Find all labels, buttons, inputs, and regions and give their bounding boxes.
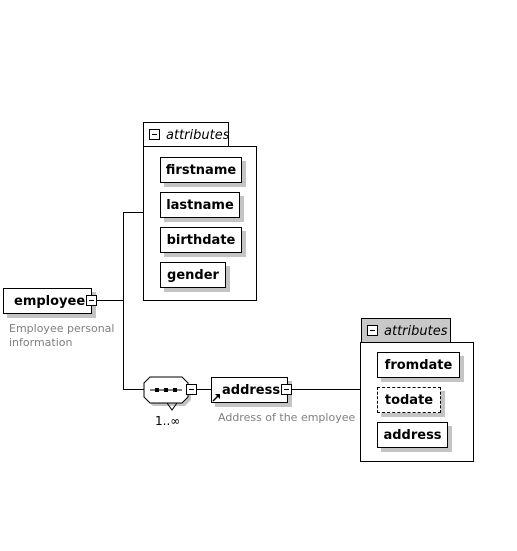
attribute-firstname[interactable]: firstname (160, 157, 242, 183)
collapse-icon[interactable] (367, 325, 378, 336)
attribute-todate[interactable]: todate (377, 387, 441, 413)
employee-documentation: Employee personal information (9, 322, 115, 349)
connector-line (123, 212, 124, 390)
attribute-address[interactable]: address (377, 422, 448, 448)
attribute-lastname[interactable]: lastname (160, 192, 240, 218)
connector-line (292, 389, 361, 390)
collapse-icon[interactable] (149, 129, 160, 140)
address-documentation: Address of the employee (218, 411, 356, 424)
reference-arrow-icon (212, 394, 220, 402)
connector-line (123, 212, 144, 213)
sequence-compositor-icon[interactable] (140, 375, 200, 415)
sequence-cardinality: 1..∞ (155, 414, 181, 428)
attribute-birthdate[interactable]: birthdate (160, 227, 242, 253)
connector-line (197, 389, 211, 390)
collapse-icon[interactable] (281, 384, 292, 395)
connector-line (97, 300, 124, 301)
attribute-gender[interactable]: gender (160, 262, 226, 288)
attributes-title: attributes (166, 127, 230, 143)
address-attributes-header: attributes (361, 318, 451, 343)
element-address[interactable]: address (211, 377, 288, 403)
employee-attributes-header: attributes (143, 122, 229, 147)
attributes-title: attributes (384, 323, 448, 339)
element-employee[interactable]: employee (3, 288, 92, 314)
connector-line (123, 389, 145, 390)
attribute-fromdate[interactable]: fromdate (377, 352, 460, 378)
collapse-icon[interactable] (86, 295, 97, 306)
collapse-icon[interactable] (186, 384, 197, 395)
